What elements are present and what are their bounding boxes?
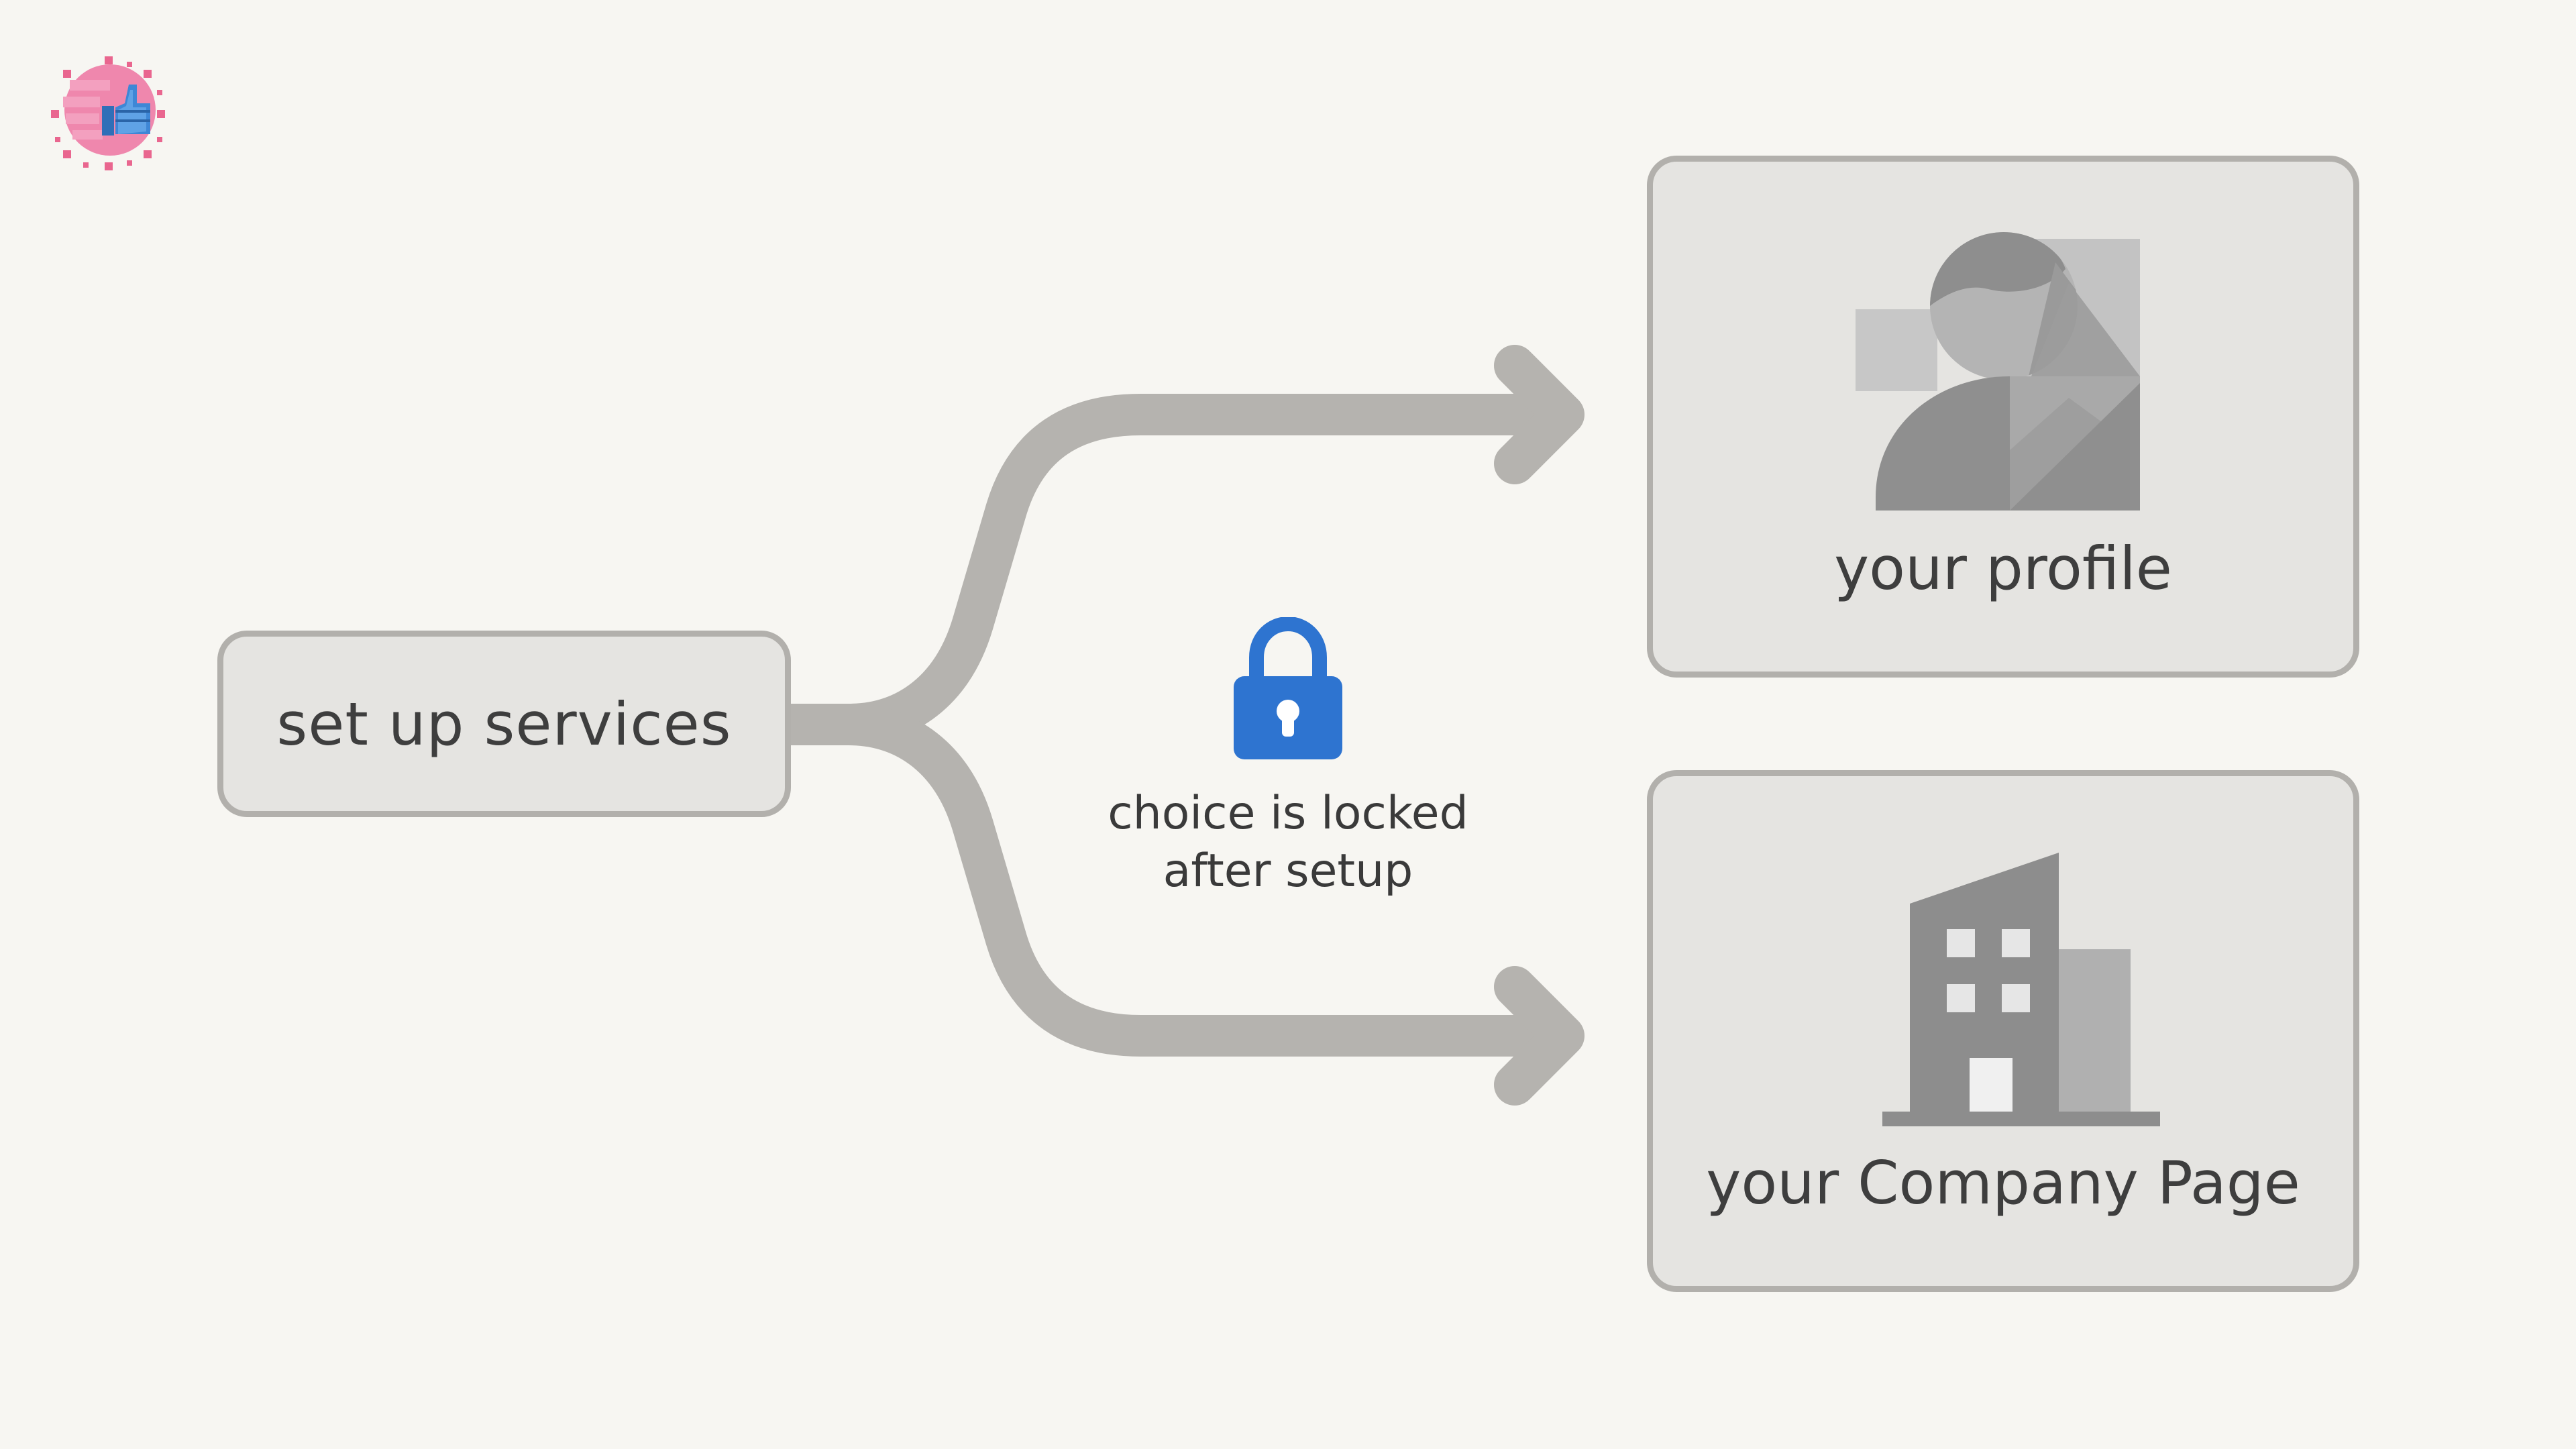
lock-icon: [1234, 617, 1342, 759]
target-box-company-page: your Company Page: [1647, 770, 2359, 1292]
lock-caption-line-2: after setup: [1163, 845, 1413, 898]
target-label-profile: your profile: [1834, 534, 2172, 603]
target-label-company-page: your Company Page: [1706, 1148, 2300, 1218]
connector-to-company: [767, 704, 1580, 1057]
pixel-thumbs-up-badge-icon: [51, 56, 165, 170]
person-icon: [1856, 232, 2140, 511]
connector-to-profile: [767, 394, 1580, 745]
source-box-set-up-services: set up services: [217, 631, 791, 817]
lock-caption-line-1: choice is locked: [1108, 787, 1468, 840]
building-icon: [1882, 853, 2160, 1126]
lock-caption: choice is locked after setup: [1020, 785, 1556, 900]
source-label: set up services: [276, 689, 732, 759]
target-box-profile: your profile: [1647, 156, 2359, 678]
arrowhead-company: [1494, 966, 1585, 1106]
arrowhead-profile: [1494, 345, 1585, 484]
